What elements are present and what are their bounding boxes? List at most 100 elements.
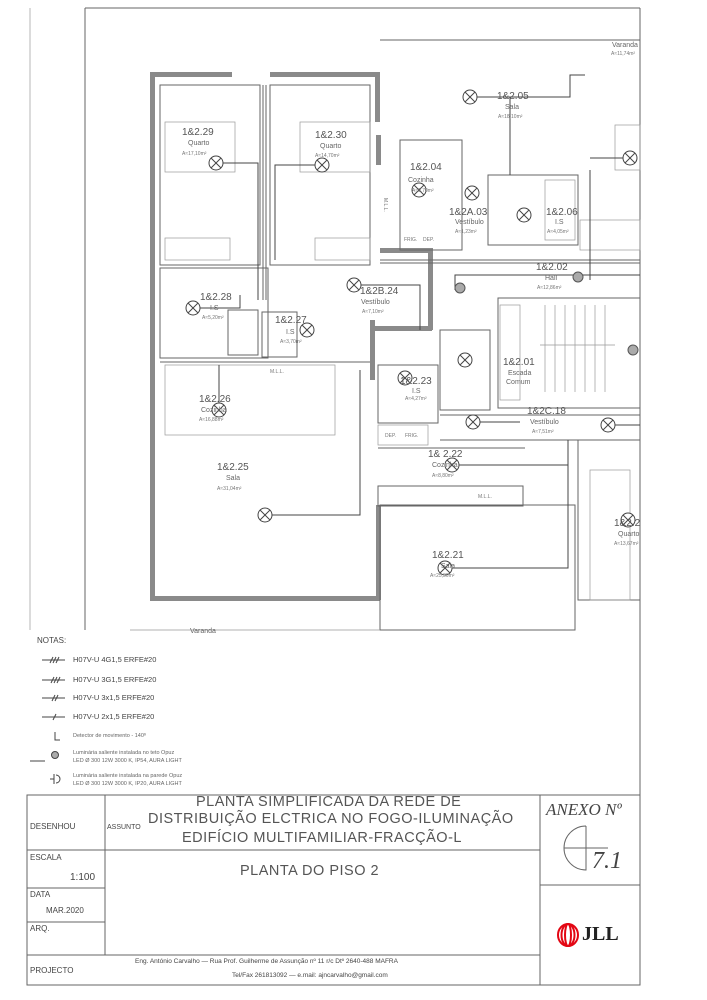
room-area: A≈25,36m²	[430, 573, 455, 579]
varanda-label: Varanda	[612, 42, 638, 49]
room-name: Cozinha	[408, 177, 434, 184]
room-name: Vestíbulo	[455, 219, 484, 226]
room-area: A≈5,20m²	[202, 315, 224, 321]
lamp-icon	[444, 457, 460, 473]
room-id: 1&2.01	[503, 357, 535, 368]
room-area: A≈8,80m²	[432, 473, 454, 479]
lamp-icon	[185, 300, 201, 316]
room-area: A≈9,70m²	[412, 188, 434, 194]
anexo-label: ANEXO Nº	[546, 800, 622, 819]
room-id: 1&2.05	[497, 91, 529, 102]
room-id: 1&2.26	[199, 394, 231, 405]
fixture-label: FRIG.	[404, 237, 417, 243]
anexo-number: 7.1	[592, 848, 622, 874]
arq-label: ARQ.	[30, 924, 50, 933]
room-id: 1&2.29	[182, 127, 214, 138]
assunto-label: ASSUNTO	[107, 824, 141, 831]
room-id: 1&2.02	[536, 262, 568, 273]
room-area: A≈7,51m²	[532, 429, 554, 435]
escala-value: 1:100	[70, 872, 96, 883]
lamp-icon	[397, 370, 413, 386]
cable-note: H07V-U 3x1,5 ERFE#20	[73, 693, 155, 702]
room-area: A≈31,04m²	[217, 486, 242, 492]
room-name: Quarto	[618, 531, 640, 538]
ceiling-lamps	[185, 89, 639, 576]
ceiling-lamp-note: Luminária saliente instalada no teto Opu…	[73, 750, 175, 756]
room-name: Comum	[506, 379, 531, 386]
room-area: A≈14,70m²	[315, 153, 340, 159]
cable-note: H07V-U 2x1,5 ERFE#20	[73, 712, 155, 721]
room-area: A≈3,70m²	[280, 339, 302, 345]
room-name: Quarto	[188, 140, 210, 147]
room-name: Cozinha	[432, 462, 458, 469]
lamp-icon	[465, 414, 481, 430]
subject-line: DISTRIBUIÇÃO ELCTRICA NO FOGO-ILUMINAÇÃO	[148, 811, 514, 827]
room-id: 1&2.27	[275, 315, 307, 326]
room-area: A≈4,27m²	[405, 396, 427, 402]
room-name: Sala	[505, 104, 519, 111]
lamp-icon	[299, 322, 315, 338]
varanda-label: Varanda	[190, 628, 216, 635]
wall-lamp-icon	[572, 271, 584, 283]
cable-note: H07V-U 4G1,5 ERFE#20	[73, 655, 157, 664]
fixture-label: M.L.L.	[478, 494, 492, 500]
jll-logo-icon	[557, 923, 579, 947]
room-id: 1&2A.03	[449, 207, 488, 218]
title-block-grid	[26, 794, 641, 986]
room-id: 1&2.2	[614, 518, 641, 529]
wall-lamp-icon	[454, 282, 466, 294]
lamp-icon	[620, 512, 636, 528]
room-name: Sala	[441, 563, 455, 570]
data-label: DATA	[30, 890, 51, 899]
cable-note: H07V-U 3G1,5 ERFE#20	[73, 675, 157, 684]
room-name: I.S	[412, 388, 421, 395]
room-id: 1&2.06	[546, 207, 578, 218]
interior-walls	[130, 39, 641, 631]
room-name: I.S	[286, 329, 295, 336]
lamp-icon	[346, 277, 362, 293]
room-id: 1&2.30	[315, 130, 347, 141]
room-name: Escada	[508, 370, 531, 377]
fixture-label: M.L.L.	[270, 369, 284, 375]
lamp-icon	[600, 417, 616, 433]
room-area: A≈12,86m²	[537, 285, 562, 291]
lamp-icon	[622, 150, 638, 166]
lamp-icon	[464, 185, 480, 201]
wall-lamp-note: Luminária saliente instalada na parede O…	[73, 773, 183, 779]
notes-title: NOTAS:	[37, 636, 67, 645]
legend-symbols	[30, 656, 65, 784]
engineer-contact: Tel/Fax 261813092 — e.mail: ajncarvalho@…	[232, 972, 388, 979]
wall-lamp-note: LED Ø 300 12W 3000 K, IP20, AURA LIGHT	[73, 781, 182, 787]
detector-note: Detector de movimento - 140º	[73, 733, 146, 739]
fixture-label: DEP.	[423, 237, 434, 243]
room-labels: 1&2.29 Quarto A≈17,10m² 1&2.30 Quarto A≈…	[182, 42, 641, 635]
room-id: 1&2.28	[200, 292, 232, 303]
room-id: 1&2.25	[217, 462, 249, 473]
lamp-icon	[211, 402, 227, 418]
room-name: I.S	[555, 219, 564, 226]
sheet-title: PLANTA DO PISO 2	[240, 863, 380, 879]
fixture-label: DEP.	[385, 433, 396, 439]
fixture-label: M.L.L.	[382, 198, 388, 212]
room-area: A≈7,10m²	[362, 309, 384, 315]
room-area: A≈13,67m²	[614, 541, 639, 547]
lamp-icon	[516, 207, 532, 223]
lamp-icon	[462, 89, 478, 105]
jll-logo-text: JLL	[582, 923, 619, 945]
data-value: MAR.2020	[46, 906, 84, 915]
room-name: Vestíbulo	[361, 299, 390, 306]
room-area: A≈16,88m²	[199, 417, 224, 423]
room-id: 1&2.23	[400, 376, 432, 387]
room-area: A≈4,05m²	[547, 229, 569, 235]
escala-label: ESCALA	[30, 853, 62, 862]
lamp-icon	[314, 157, 330, 173]
fixture-label: FRIG.	[405, 433, 418, 439]
room-id: 1&2.21	[432, 550, 464, 561]
lamp-icon	[257, 507, 273, 523]
engineer-address: Eng. António Carvalho — Rua Prof. Guilhe…	[135, 958, 398, 965]
room-name: I.S	[210, 305, 219, 312]
room-name: Hall	[545, 275, 558, 282]
room-id: 1&2.04	[410, 162, 442, 173]
room-name: Sala	[226, 475, 240, 482]
